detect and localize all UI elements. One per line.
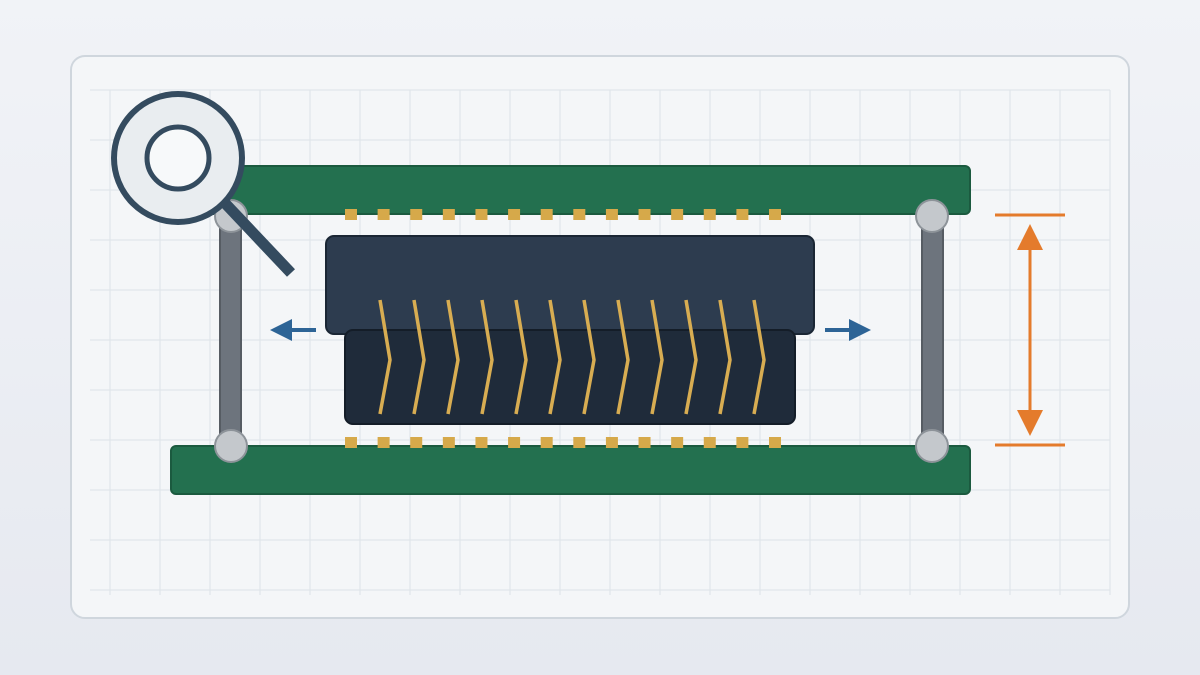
contact-spring — [684, 299, 698, 415]
solder-pad — [508, 437, 521, 448]
magnifier-inner-ring — [144, 124, 212, 192]
solder-pad — [736, 209, 749, 220]
solder-pad — [573, 437, 586, 448]
bottom-pcb-board — [170, 445, 971, 495]
double-horizontal-arrow-icon — [270, 319, 871, 341]
solder-pad — [345, 209, 357, 220]
solder-pad — [638, 437, 651, 448]
solder-pad — [442, 209, 455, 220]
right-top-joint — [915, 199, 949, 233]
solder-pad — [508, 209, 521, 220]
solder-pad — [540, 209, 553, 220]
solder-pad — [377, 209, 390, 220]
solder-pad — [671, 209, 684, 220]
solder-pad — [769, 209, 781, 220]
contact-spring — [514, 299, 528, 415]
solder-pad — [605, 437, 618, 448]
contact-spring — [718, 299, 732, 415]
solder-pad — [736, 437, 749, 448]
solder-pad — [671, 437, 684, 448]
magnifier-handle — [218, 196, 295, 277]
dimension-arrowhead-top — [1017, 224, 1043, 250]
solder-pad — [475, 437, 488, 448]
solder-pad — [573, 209, 586, 220]
contact-springs — [378, 299, 766, 415]
left-bottom-joint — [214, 429, 248, 463]
contact-spring — [616, 299, 630, 415]
vertical-dimension-arrow-icon — [995, 213, 1065, 447]
contact-spring — [412, 299, 426, 415]
solder-pad — [638, 209, 651, 220]
solder-pad — [377, 437, 390, 448]
right-standoff — [915, 199, 949, 463]
bottom-solder-pads — [345, 437, 781, 448]
contact-spring — [752, 299, 766, 415]
top-solder-pads — [345, 209, 781, 220]
right-standoff-post — [921, 213, 944, 447]
arrow-left-icon — [270, 319, 316, 341]
solder-pad — [605, 209, 618, 220]
contact-spring — [446, 299, 460, 415]
dimension-arrowhead-bottom — [1017, 410, 1043, 436]
solder-pad — [442, 437, 455, 448]
contact-spring — [582, 299, 596, 415]
contact-spring — [548, 299, 562, 415]
top-pcb-board — [189, 165, 971, 215]
contact-spring — [480, 299, 494, 415]
arrow-right-icon — [825, 319, 871, 341]
solder-pad — [703, 209, 716, 220]
solder-pad — [410, 209, 423, 220]
right-bottom-joint — [915, 429, 949, 463]
solder-pad — [475, 209, 488, 220]
solder-pad — [769, 437, 781, 448]
solder-pad — [410, 437, 423, 448]
solder-pad — [540, 437, 553, 448]
magnifier-icon — [111, 91, 295, 277]
contact-spring — [378, 299, 392, 415]
connector-upper-body — [325, 235, 815, 335]
solder-pad — [703, 437, 716, 448]
left-standoff-post — [219, 213, 242, 447]
solder-pad — [345, 437, 357, 448]
contact-spring — [650, 299, 664, 415]
